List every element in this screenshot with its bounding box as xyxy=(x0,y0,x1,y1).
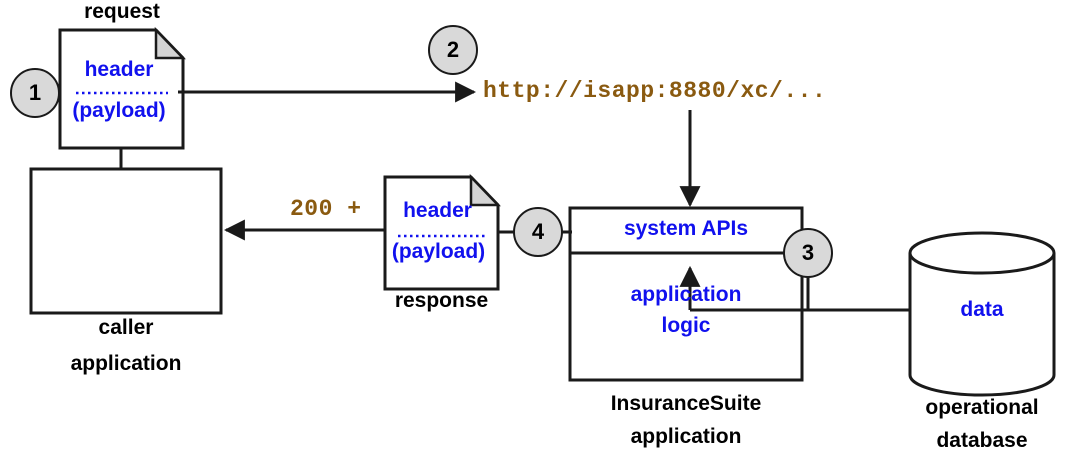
step-marker-1[interactable]: 1 xyxy=(10,68,60,118)
caller-application-box xyxy=(29,167,223,315)
response-document-shape xyxy=(383,173,501,291)
response-status-label: 200 + xyxy=(290,196,362,222)
step-marker-4[interactable]: 4 xyxy=(513,207,563,257)
step-marker-2[interactable]: 2 xyxy=(428,25,478,75)
caller-application-caption-line2: application xyxy=(70,352,182,375)
caller-application-caption-line1: caller xyxy=(98,316,154,339)
insurancesuite-caption-line1: InsuranceSuite xyxy=(610,392,762,415)
insurancesuite-application-box xyxy=(568,206,804,382)
application-logic-label-line2: logic xyxy=(661,314,711,337)
response-doc-header-label: header xyxy=(403,199,472,222)
database-caption-line1: operational xyxy=(925,396,1039,419)
response-doc-caption: response xyxy=(394,289,489,312)
database-caption-line2: database xyxy=(936,429,1028,452)
request-doc-header-label: header xyxy=(84,58,154,81)
application-logic-label-line1: application xyxy=(630,283,742,306)
request-doc-caption: request xyxy=(84,0,160,23)
request-document-shape xyxy=(58,26,186,150)
insurancesuite-caption-line2: application xyxy=(630,425,742,448)
database-data-label: data xyxy=(960,298,1004,321)
system-apis-label: system APIs xyxy=(623,217,749,240)
request-url-label: http://isapp:8880/xc/... xyxy=(483,78,827,104)
operational-database-cylinder xyxy=(908,231,1056,397)
request-doc-payload-label: (payload) xyxy=(72,99,166,122)
step-marker-3[interactable]: 3 xyxy=(783,228,833,278)
response-doc-payload-label: (payload) xyxy=(391,240,486,263)
